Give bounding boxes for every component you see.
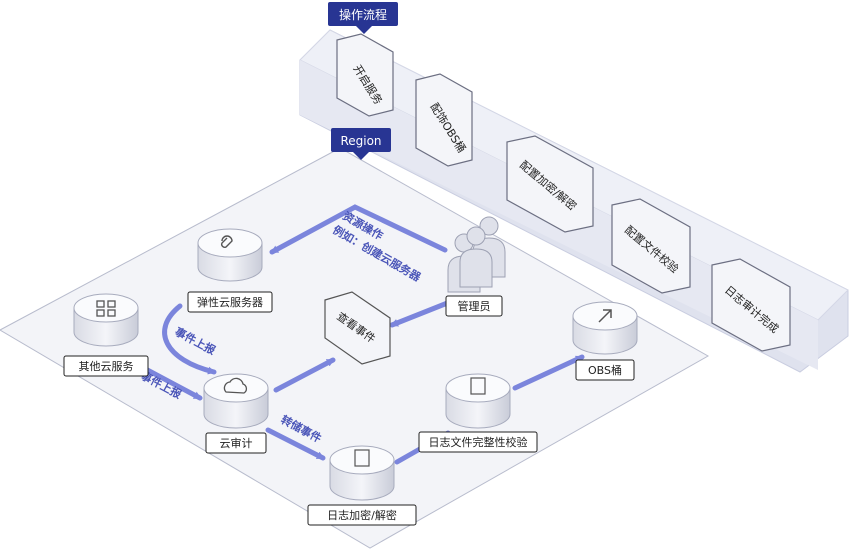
arrow-ecs-cts xyxy=(162,303,217,375)
node-cts xyxy=(203,373,269,429)
node-obs-label: OBS桶 xyxy=(575,359,635,381)
svg-text:日志文件完整性校验: 日志文件完整性校验 xyxy=(429,435,528,449)
svg-text:管理员: 管理员 xyxy=(458,299,491,313)
svg-text:云审计: 云审计 xyxy=(220,436,253,450)
node-cts-label: 云审计 xyxy=(205,432,267,454)
node-encrypt xyxy=(329,445,395,501)
process-step-1: 开启服务 xyxy=(336,33,394,117)
svg-text:弹性云服务器: 弹性云服务器 xyxy=(197,295,263,309)
node-ecs-label: 弹性云服务器 xyxy=(187,291,273,313)
node-other-label: 其他云服务 xyxy=(63,355,149,377)
node-other xyxy=(73,293,139,347)
node-encrypt-label: 日志加密/解密 xyxy=(307,504,417,526)
svg-text:日志加密/解密: 日志加密/解密 xyxy=(327,508,397,522)
region-tag: Region xyxy=(331,128,391,160)
node-verify xyxy=(445,373,511,429)
process-step-3: 配置加密/解密 xyxy=(506,135,594,233)
node-ecs xyxy=(197,228,263,282)
svg-text:OBS桶: OBS桶 xyxy=(588,363,622,377)
process-tag: 操作流程 xyxy=(328,2,398,34)
svg-text:其他云服务: 其他云服务 xyxy=(79,360,134,373)
cloud-icon xyxy=(223,377,248,394)
node-view-events: 查看事件 xyxy=(324,291,391,365)
grid-icon xyxy=(96,300,116,317)
process-step-4: 配置文件校验 xyxy=(611,198,691,294)
arrow-cts-view xyxy=(273,357,336,393)
user-group-icon xyxy=(447,216,506,293)
process-step-2: 配饰OBS桶 xyxy=(415,73,473,167)
arrow-cts-encrypt xyxy=(265,427,326,461)
node-obs xyxy=(572,301,638,355)
arrow-verify-obs xyxy=(512,354,585,391)
paperclip-icon xyxy=(221,235,233,248)
upload-icon xyxy=(598,309,612,323)
node-verify-label: 日志文件完整性校验 xyxy=(418,431,538,453)
document-icon xyxy=(470,377,486,395)
region-title: Region xyxy=(340,134,381,148)
document-icon xyxy=(354,449,370,467)
process-step-5: 日志审计完成 xyxy=(711,258,791,352)
node-admin: 管理员 xyxy=(445,216,506,317)
process-title: 操作流程 xyxy=(339,7,387,22)
arrow-resource-op xyxy=(269,204,448,255)
